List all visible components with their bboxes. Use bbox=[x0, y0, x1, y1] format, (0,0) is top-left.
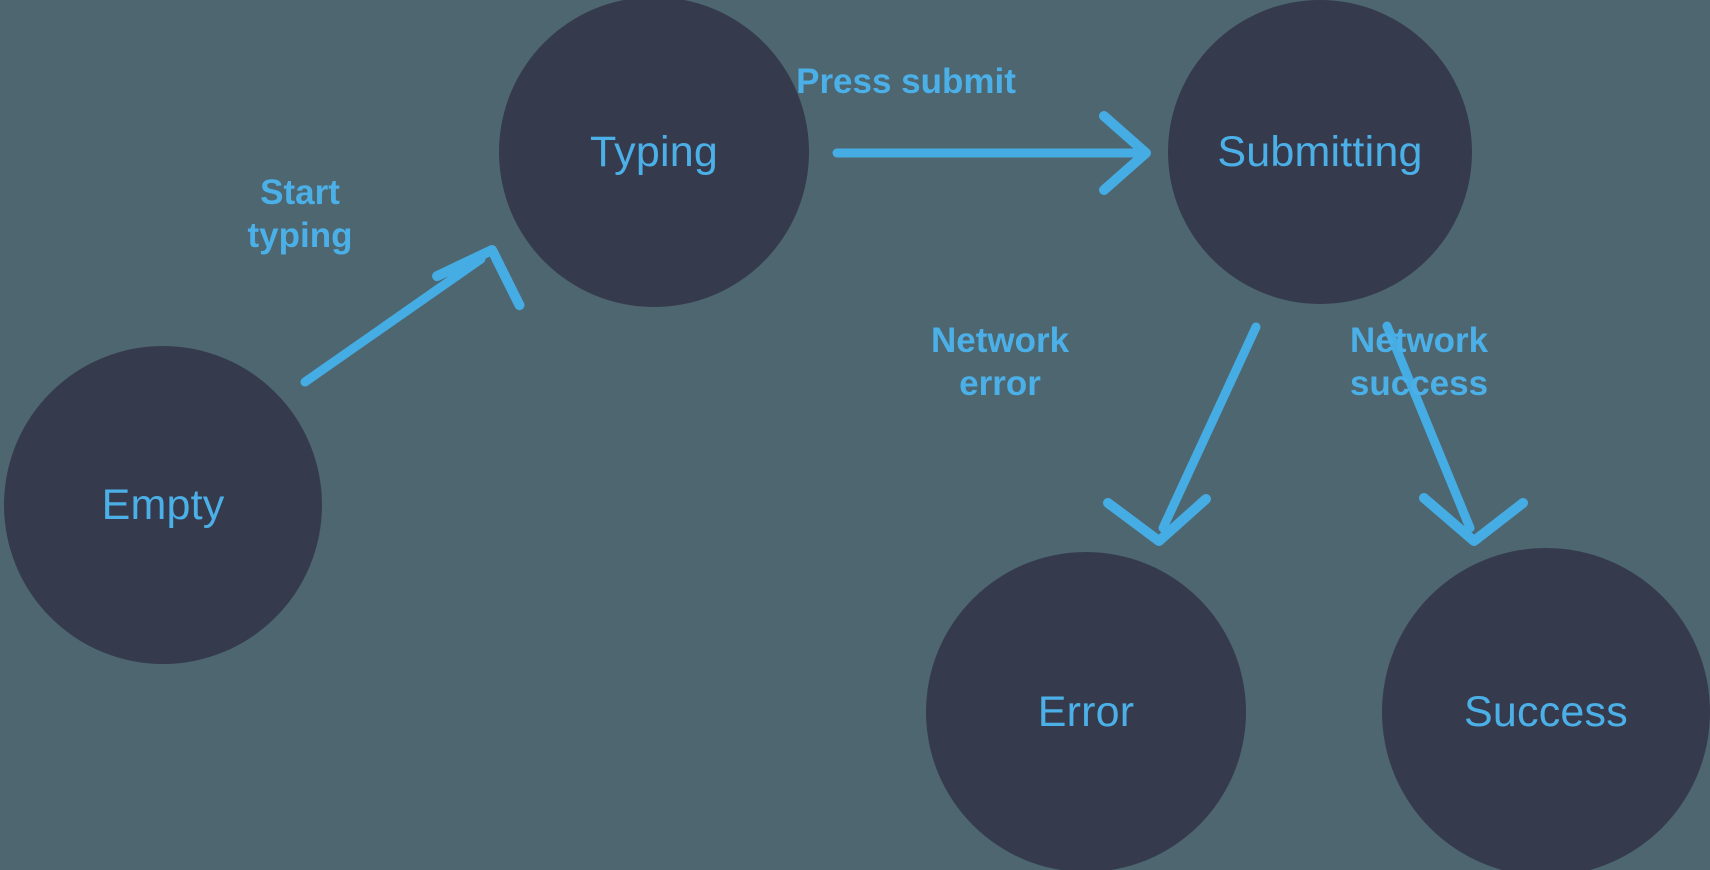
edge-line-submitting-to-error bbox=[1158, 322, 1261, 533]
state-node-success[interactable]: Success bbox=[1382, 548, 1710, 870]
edge-empty-to-typing bbox=[300, 245, 525, 387]
state-node-error[interactable]: Error bbox=[926, 552, 1246, 870]
edge-label-network-success: Network success bbox=[1349, 321, 1489, 403]
state-node-label-typing: Typing bbox=[590, 127, 718, 176]
edge-submitting-to-success bbox=[1382, 321, 1528, 546]
state-node-label-empty: Empty bbox=[101, 480, 225, 529]
state-node-typing[interactable]: Typing bbox=[499, 0, 809, 307]
arrowhead-submitting-to-success bbox=[1419, 493, 1528, 546]
edge-line-empty-to-typing bbox=[300, 254, 486, 387]
state-node-label-success: Success bbox=[1464, 687, 1628, 736]
edge-label-network-error: Network error bbox=[930, 321, 1070, 403]
edge-label-press-submit: Press submit bbox=[796, 62, 1016, 101]
edge-submitting-to-error bbox=[1103, 322, 1261, 546]
state-node-empty[interactable]: Empty bbox=[4, 346, 322, 664]
edge-typing-to-submitting bbox=[832, 111, 1151, 195]
arrowhead-submitting-to-error bbox=[1103, 494, 1211, 546]
state-node-label-error: Error bbox=[1037, 687, 1135, 736]
state-node-submitting[interactable]: Submitting bbox=[1168, 0, 1472, 304]
edge-line-submitting-to-success bbox=[1382, 321, 1475, 533]
arrowhead-empty-to-typing bbox=[432, 245, 525, 311]
arrowhead-typing-to-submitting bbox=[1099, 111, 1151, 195]
state-node-label-submitting: Submitting bbox=[1217, 127, 1423, 176]
edge-label-start-typing: Start typing bbox=[247, 173, 353, 255]
